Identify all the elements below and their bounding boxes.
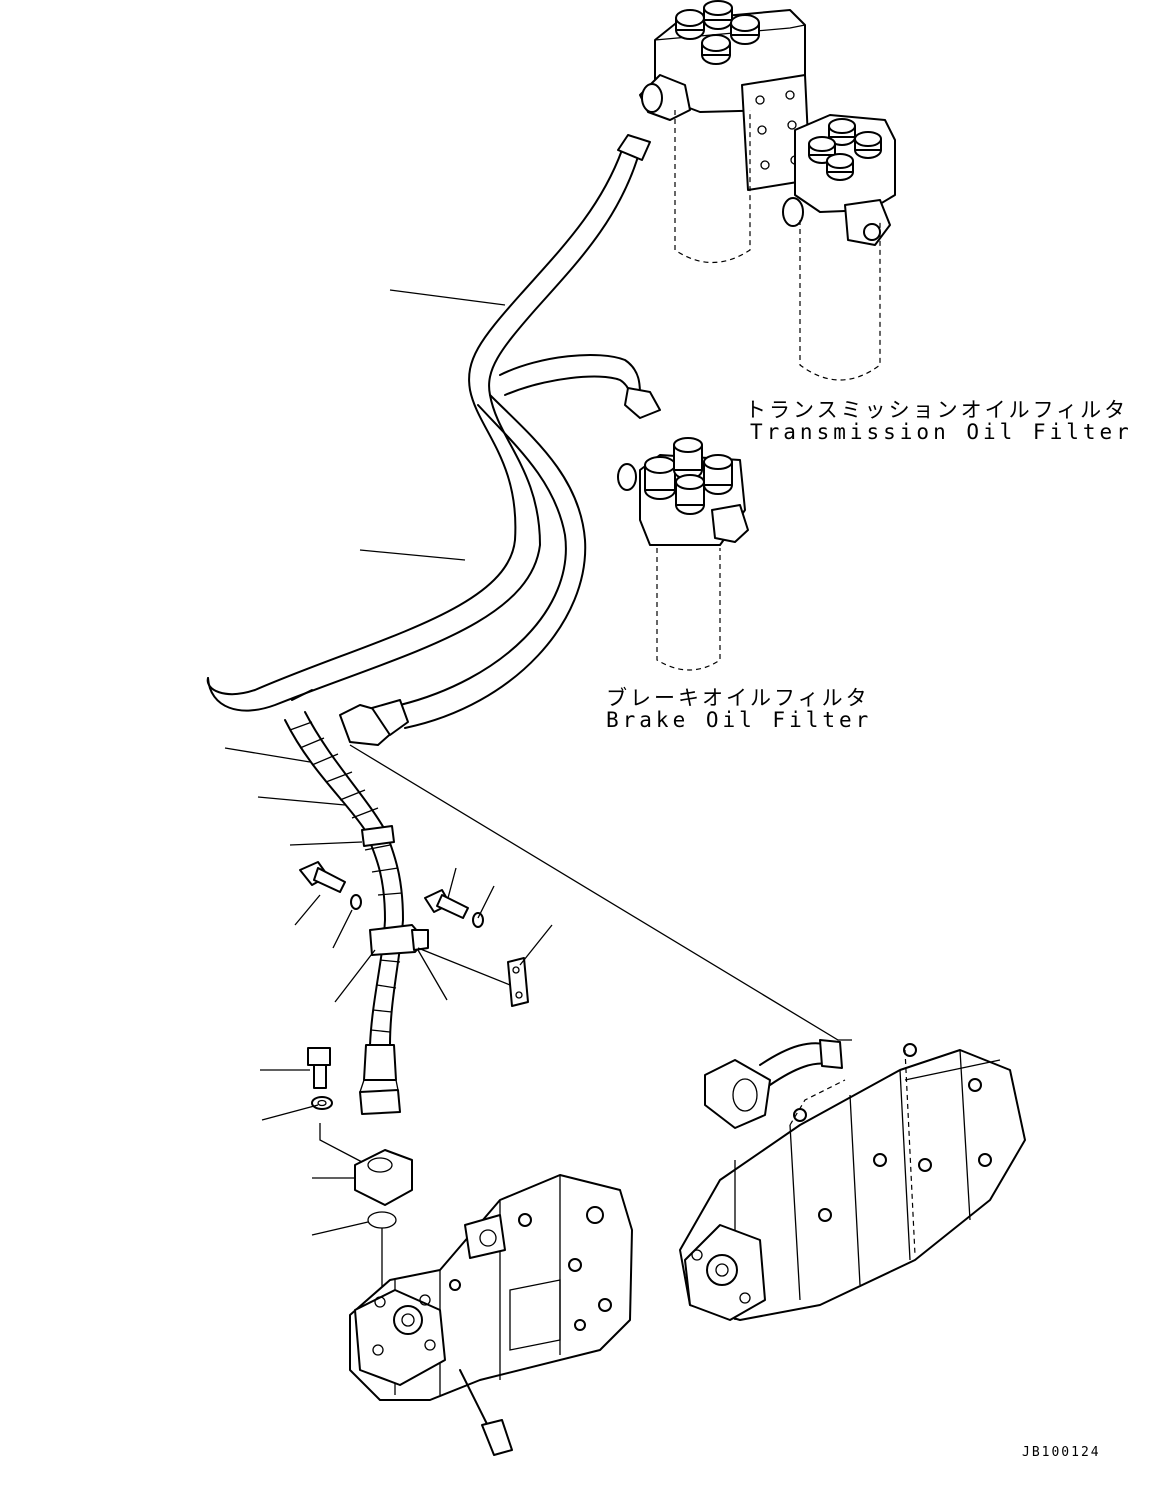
leader-lines <box>224 289 852 1315</box>
hydraulic-pump-assembled <box>679 1039 1026 1321</box>
drawing-code: JB100124 <box>1022 1445 1101 1460</box>
transmission-filter-label-jp: トランスミッションオイルフィルタ <box>745 398 1129 422</box>
hose-assembly <box>206 134 661 1115</box>
hydraulic-pump <box>349 1174 633 1456</box>
fasteners <box>299 861 529 1229</box>
brake-filter-label-en: Brake Oil Filter <box>606 708 873 732</box>
brake-filter-label-jp: ブレーキオイルフィルタ <box>606 686 870 710</box>
transmission-oil-filter <box>639 0 896 381</box>
brake-oil-filter <box>617 437 749 671</box>
transmission-filter-label-en: Transmission Oil Filter <box>750 420 1133 444</box>
